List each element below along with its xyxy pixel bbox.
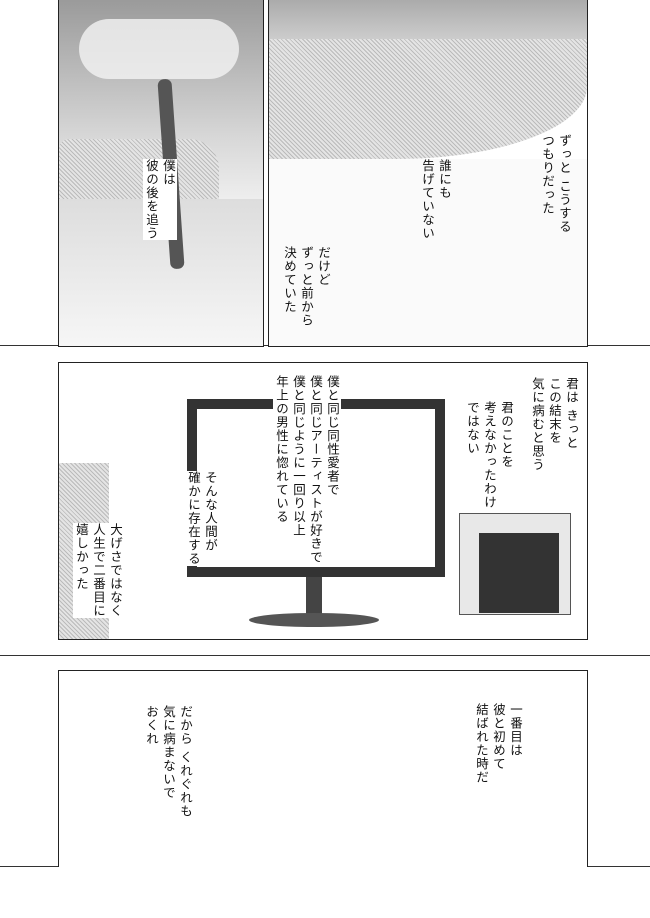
caption-line: だから くれぐれも: [178, 705, 193, 818]
monitor-base: [249, 613, 379, 627]
treeline: [59, 139, 219, 199]
caption-line: 年上の男性に惚れている: [274, 375, 289, 524]
caption-line: 大げさではなく: [108, 523, 123, 618]
caption-line: 確かに存在する: [186, 471, 201, 566]
book-cover: [479, 533, 559, 613]
caption-line: 人生で二番目に: [91, 523, 106, 618]
caption-line: 考えなかったわけ: [482, 401, 497, 509]
caption-line: 誰にも: [437, 159, 452, 200]
caption-line: 僕は: [161, 159, 176, 186]
caption-line: 嬉しかった: [74, 523, 89, 591]
caption-line: ずっと こうする: [557, 134, 572, 234]
caption-line: 君は きっと: [564, 377, 579, 450]
caption-line: 僕と同じアーティストが好きで: [308, 375, 323, 564]
caption-same-as-me: 僕と同じ同性愛者で 僕と同じアーティストが好きで 僕と同じように一回り以上 年上…: [273, 375, 341, 564]
caption-first-time: 一番目は 彼と初めて 結ばれた時だ: [473, 703, 524, 784]
caption-decided-long-ago: だけど ずっと前から 決めていた: [281, 246, 332, 327]
caption-line: 僕と同じように一回り以上: [291, 375, 306, 537]
panel-beach-man: 僕は 彼の後を追う: [58, 0, 264, 347]
caption-dont-worry: だから くれぐれも 気に病まないで おくれ: [143, 705, 194, 818]
clouds: [79, 19, 239, 79]
caption-line: この結末を: [547, 377, 562, 445]
caption-line: 一番目は: [508, 703, 523, 757]
caption-line: 彼の後を追う: [144, 159, 159, 240]
panel-text: 一番目は 彼と初めて 結ばれた時だ だから くれぐれも 気に病まないで おくれ: [58, 670, 588, 867]
caption-always-planned: ずっと こうする つもりだった: [539, 134, 573, 233]
caption-line: 気に病まないで: [161, 705, 176, 800]
caption-line: だけど: [316, 246, 331, 287]
caption-line: 決めていた: [282, 246, 297, 314]
caption-line: つもりだった: [540, 134, 555, 215]
caption-line: ではない: [465, 401, 480, 455]
caption-line: そんな人間が: [203, 471, 218, 552]
caption-line: 告げていない: [420, 159, 435, 240]
trim-line: [0, 655, 650, 656]
caption-told-no-one: 誰にも 告げていない: [419, 159, 453, 240]
caption-second-happiest: 大げさではなく 人生で二番目に 嬉しかった: [73, 523, 124, 618]
caption-line: おくれ: [144, 705, 159, 746]
monitor-stand: [306, 577, 322, 617]
caption-line: 君のことを: [499, 401, 514, 469]
panel-shore: ずっと こうする つもりだった 誰にも 告げていない だけど ずっと前から 決め…: [268, 0, 588, 347]
sand: [269, 159, 587, 346]
panel-monitor: 君は きっと この結末を 気に病むと思う 君のことを 考えなかったわけ ではない…: [58, 362, 588, 640]
caption-line: 彼と初めて: [491, 703, 506, 771]
caption-line: 気に病むと思う: [530, 377, 545, 472]
caption-line: 僕と同じ同性愛者で: [325, 375, 340, 497]
caption-you-will-worry: 君は きっと この結末を 気に病むと思う: [529, 377, 580, 472]
caption-line: ずっと前から: [299, 246, 314, 327]
caption-thought-of-you: 君のことを 考えなかったわけ ではない: [464, 401, 515, 509]
caption-line: 結ばれた時だ: [474, 703, 489, 784]
caption-follow-him: 僕は 彼の後を追う: [143, 159, 177, 240]
caption-such-person-exists: そんな人間が 確かに存在する: [185, 471, 219, 566]
